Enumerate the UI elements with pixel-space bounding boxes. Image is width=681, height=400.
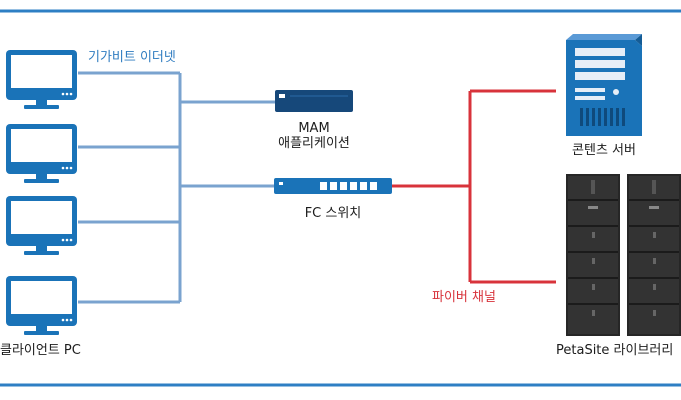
- client-pc-label: 클라이언트 PC: [0, 343, 81, 358]
- library-rack-icon: [627, 174, 681, 336]
- client-pc-1: [6, 50, 77, 109]
- mam-appliance: [275, 90, 353, 112]
- client-pc-3: [6, 196, 77, 255]
- appliance-icon: [275, 90, 353, 112]
- ethernet-links: [78, 71, 275, 304]
- fc-switch: [274, 178, 392, 194]
- gigabit-ethernet-label: 기가비트 이더넷: [88, 50, 176, 65]
- fibre-links: [392, 89, 556, 284]
- mam-label-line2: 애플리케이션: [278, 136, 350, 151]
- petasite-library-label: PetaSite 라이브러리: [556, 343, 674, 358]
- content-server: [566, 34, 642, 136]
- client-pc-4: [6, 276, 77, 335]
- fibre-channel-label: 파이버 채널: [432, 290, 496, 305]
- library-rack-icon: [566, 174, 620, 336]
- petasite-library: [566, 174, 681, 336]
- content-server-label: 콘텐츠 서버: [572, 143, 636, 158]
- client-pc-2: [6, 124, 77, 183]
- fc-switch-label: FC 스위치: [304, 206, 362, 221]
- mam-label-line1: MAM: [298, 121, 330, 136]
